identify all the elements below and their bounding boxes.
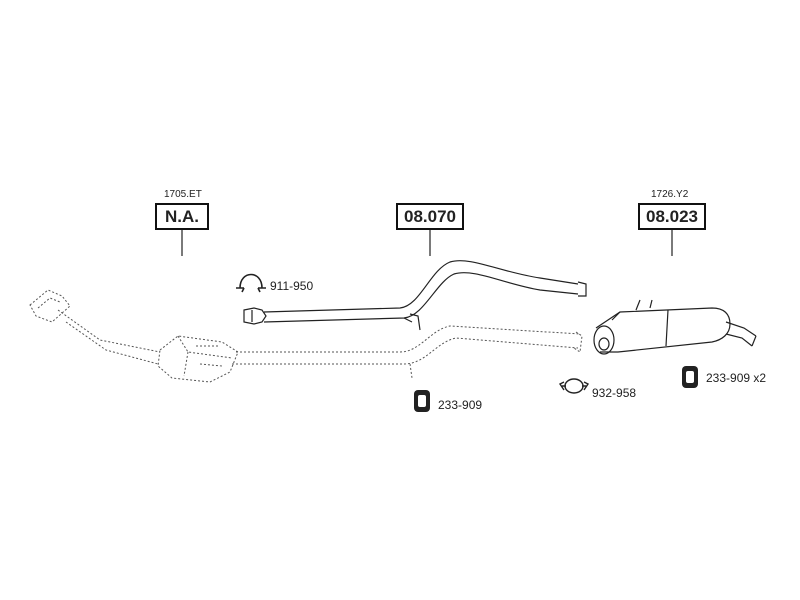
rubber-mount-icon [682,366,698,388]
rubber-mount-icon [414,390,430,412]
middle-pipe [243,260,587,331]
rear-silencer-part-box: 08.023 [638,203,706,230]
rear-silencer-ref-number: 1726.Y2 [651,189,689,200]
rubber-mount-rear-code: 233-909 x2 [706,371,767,385]
rear-silencer [593,299,757,355]
flange-gasket-icon [558,378,590,394]
gasket-code: 932-958 [592,386,637,400]
clamp-code: 911-950 [270,279,314,293]
front-pipe-catalyst [29,289,583,383]
front-pipe-ref-number: 1705.ET [164,189,202,200]
exhaust-clamp-icon [236,273,266,293]
middle-pipe-part-box: 08.070 [396,203,464,230]
front-pipe-part-box: N.A. [155,203,209,230]
rubber-mount-center-code: 233-909 [438,398,483,412]
